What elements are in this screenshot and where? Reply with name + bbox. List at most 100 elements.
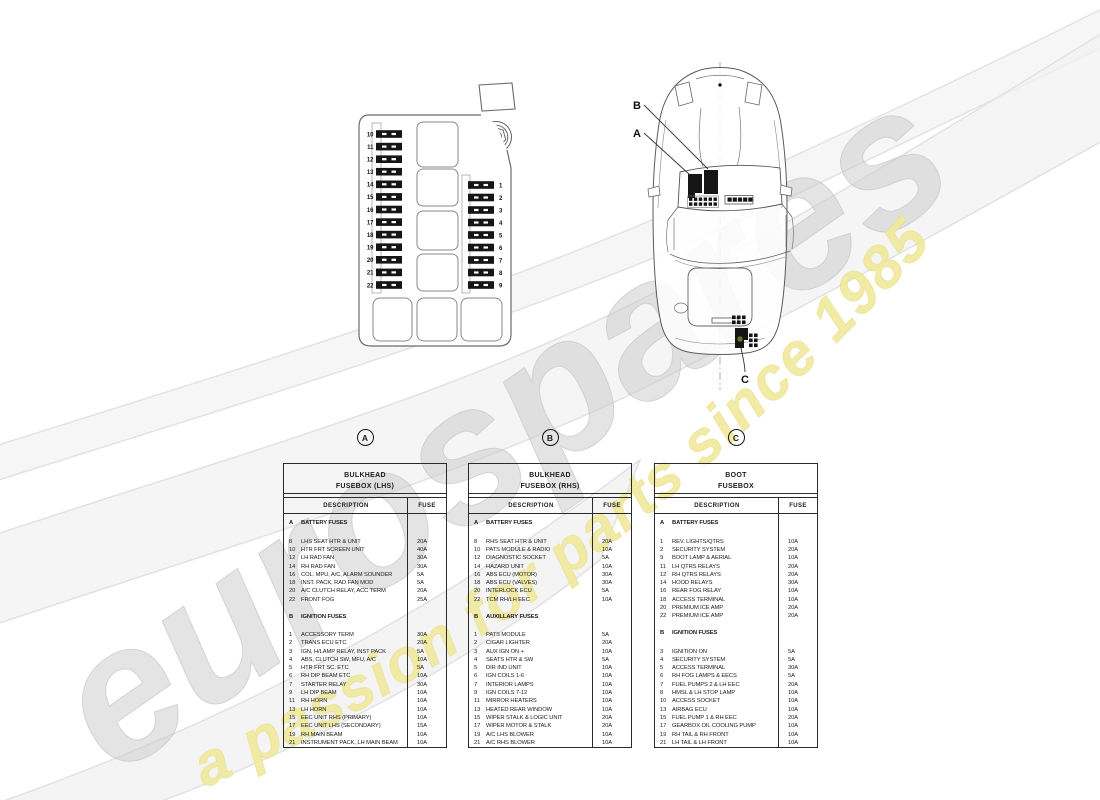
row-description: IGNITION ON [672,648,707,655]
table-title-line2: FUSEBOX [718,482,754,490]
table-marker-letter: C [732,432,740,443]
row-fuse-rating: 30A [417,631,428,638]
relay-square [732,315,736,320]
row-fuse-rating: 20A [788,563,799,570]
car-a-pillar-right [781,203,793,218]
fuse-blade-contact [483,208,488,212]
row-number: 6 [660,673,664,680]
row-number: 1 [289,631,293,638]
fuse-blade-contact [382,258,387,261]
row-number: 8 [660,690,664,697]
fuse-number-label: 10 [367,132,374,138]
row-description: AUX IGN ON + [486,648,524,655]
row-number: 19 [660,731,667,738]
fuse-blade-contact [391,158,396,161]
row-description: DIR IND UNIT [486,665,522,672]
row-fuse-rating: 5A [788,656,795,663]
row-description: INTERLOCK ECU [486,588,532,595]
row-fuse-rating: 10A [417,698,428,705]
row-fuse-rating: 10A [417,714,428,721]
column-header-description: DESCRIPTION [694,502,740,509]
car-fender-line-left [657,119,667,209]
fuse-blade [468,268,494,277]
fuse-blade-contact [474,283,479,287]
row-description: HTR FRT SC. ETC [301,665,349,672]
car-a-pillar-left [667,206,679,221]
fuse-blade-contact [483,283,488,287]
relay-square [698,202,703,206]
fuse-table-b: BULKHEAD FUSEBOX (RHS) DESCRIPTION FUSE … [468,463,632,748]
fuse-blade-contact [391,221,396,224]
fusebox-bottom-well-1 [372,297,413,342]
fuse-blade [376,218,402,226]
row-number: 5 [289,665,293,672]
fuse-blade-contact [382,208,387,211]
relay-square [732,320,736,325]
table-marker-c: C [727,429,745,446]
relay-square [708,202,712,206]
relay-square [742,315,746,320]
car-location-diagram: B A C [633,62,794,390]
fuse-number-label: 6 [499,246,503,252]
row-fuse-rating: 10A [417,706,428,713]
table-title-gap [655,494,817,499]
row-number: 1 [474,631,478,638]
row-fuse-rating: 10A [602,596,613,603]
row-fuse-rating: 20A [602,714,613,721]
car-front-bumper-line [695,74,745,80]
row-fuse-rating: 5A [417,580,424,587]
section-label: B [289,613,294,620]
fuse-blade [376,130,402,138]
row-number: 18 [289,580,296,587]
table-title-line2: FUSEBOX (RHS) [520,482,580,490]
row-fuse-rating: 10A [417,656,428,663]
row-number: 7 [289,681,293,688]
relay-square [708,197,712,201]
callout-line-a [643,132,691,176]
relay-square [703,202,708,206]
row-description: PREMIUM ICE AMP [672,613,724,620]
relay-square [749,333,753,338]
row-number: 3 [474,648,478,655]
row-description: INSTRUMENT PACK, LH MAIN BEAM [301,739,398,746]
row-fuse-rating: 10A [788,739,799,746]
row-number: 20 [289,588,296,595]
row-number: 21 [289,739,296,746]
fuse-blade [468,231,494,239]
row-number: 11 [289,698,295,705]
row-fuse-rating: 20A [602,723,613,730]
boot-relay-grid-top [732,315,746,325]
row-fuse-rating: 10A [788,690,799,697]
row-description: A/C RHS BLOWER [486,739,535,746]
row-description: SECURITY SYSTEM [672,546,726,553]
boot-relay-grid-right [749,333,758,348]
section-name: BATTERY FUSES [486,520,533,527]
car-door-line-left [666,218,675,253]
fuse-number-label: 4 [499,221,503,227]
row-fuse-rating: 5A [602,656,609,663]
row-description: RH QTRS RELAYS [672,571,721,578]
car-front-vent-left [674,81,694,107]
row-description: BOOT LAMP & AERIAL [672,555,732,562]
relay-square [737,320,741,325]
fuse-blade-contact [391,132,396,136]
fuse-blade-contact [474,258,479,262]
fuse-number-label: 11 [367,145,374,151]
callout-line-b [643,104,709,170]
section-label: A [660,520,665,527]
row-description: FUEL PUMP 1 & RH EEC [672,714,737,721]
